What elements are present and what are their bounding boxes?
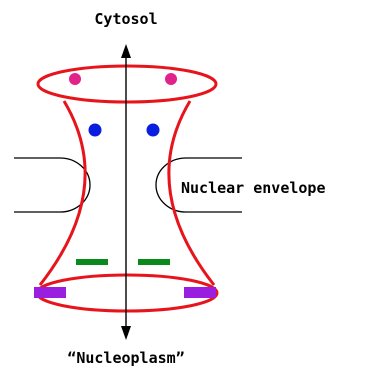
cytoplasmic-dot-right <box>165 73 177 85</box>
nuclear-envelope-right <box>155 157 242 213</box>
cytoplasmic-dot-left <box>69 73 81 85</box>
central-dot-left <box>88 123 102 137</box>
label-nuclear-envelope: Nuclear envelope <box>181 179 326 197</box>
pore-top-ring <box>36 64 218 104</box>
central-dot-right <box>146 123 160 137</box>
inner-bar-left <box>76 259 108 265</box>
pore-left-wall <box>38 100 87 286</box>
axis-arrowhead-up <box>121 44 131 58</box>
pore-right-wall <box>167 100 216 286</box>
basket-bar-left <box>34 287 66 298</box>
label-nucleoplasm: “Nucleoplasm” <box>67 349 184 367</box>
inner-bar-right <box>138 259 170 265</box>
basket-bar-right <box>184 287 216 298</box>
axis-arrowhead-down <box>121 326 131 340</box>
label-cytosol: Cytosol <box>94 10 157 28</box>
nuclear-envelope-left <box>14 157 91 213</box>
